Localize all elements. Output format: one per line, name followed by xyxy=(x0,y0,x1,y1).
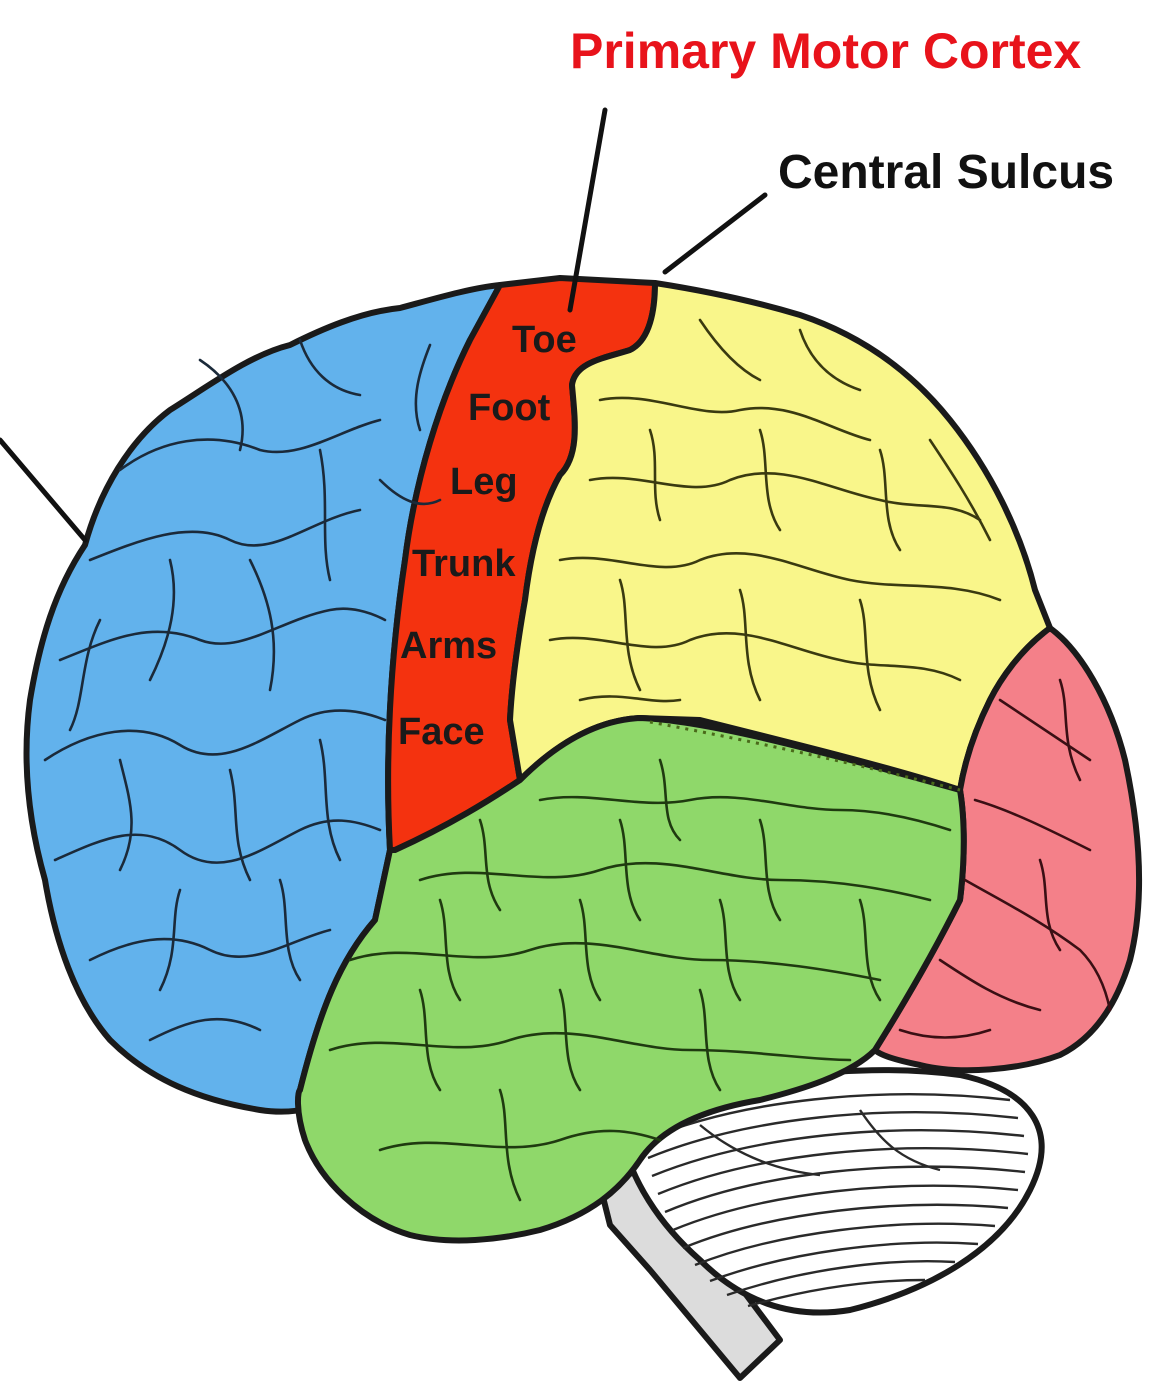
motor-strip-label-trunk: Trunk xyxy=(412,543,516,585)
title-primary-motor-cortex: Primary Motor Cortex xyxy=(570,23,1081,79)
motor-strip-label-arms: Arms xyxy=(400,625,497,667)
central-sulcus-label: Central Sulcus xyxy=(778,146,1114,199)
motor-strip-label-face: Face xyxy=(398,711,485,753)
central-sulcus-leader-line xyxy=(665,195,765,272)
motor-strip-label-leg: Leg xyxy=(450,461,518,503)
motor-strip-label-foot: Foot xyxy=(468,387,551,429)
motor-strip-label-toe: Toe xyxy=(512,319,577,361)
offscreen-label-leader-line xyxy=(0,440,85,540)
